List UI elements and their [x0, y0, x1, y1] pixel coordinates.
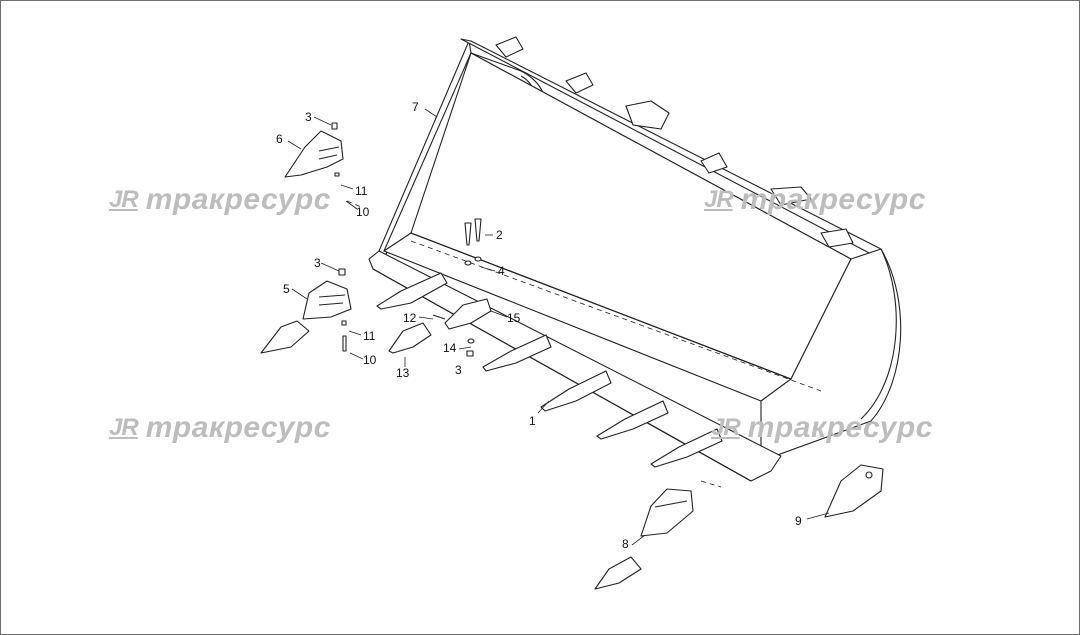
- leader-lines: [287, 108, 830, 546]
- callout-5: 5: [283, 282, 290, 296]
- callout-11-mid: 11: [363, 329, 376, 343]
- part-tooth-tip-left: [260, 320, 310, 354]
- part-5-corner-adapter: [302, 280, 352, 320]
- part-13-tooth: [388, 322, 432, 354]
- callout-13: 13: [396, 366, 410, 380]
- callout-3-mid: 3: [314, 256, 321, 270]
- part-8-adapter: [640, 488, 694, 537]
- callout-10-mid: 10: [363, 353, 377, 367]
- callout-3-top: 3: [305, 110, 312, 124]
- part-9-corner-tooth: [824, 464, 884, 518]
- callout-15: 15: [507, 311, 521, 325]
- callout-6: 6: [276, 132, 283, 146]
- callout-8: 8: [622, 537, 629, 551]
- bolts-and-nuts: [331, 122, 482, 357]
- callout-11-top: 11: [355, 184, 368, 198]
- callout-1: 1: [529, 414, 536, 428]
- bucket-body: [368, 36, 902, 482]
- callout-14: 14: [443, 341, 457, 355]
- part-6-corner-adapter: [284, 130, 344, 178]
- callout-10-top: 10: [356, 205, 370, 219]
- callout-7: 7: [412, 100, 419, 114]
- callout-labels: 1 2 3 3 3 4 5 6 7 8 9 10 10 11 11 12 13 …: [276, 100, 802, 551]
- callout-9: 9: [795, 514, 802, 528]
- part-tooth-tip-bottom: [594, 556, 642, 590]
- callout-12: 12: [403, 311, 417, 325]
- assembly-lines: [346, 200, 822, 488]
- callout-3-low: 3: [455, 363, 462, 377]
- callout-4: 4: [498, 264, 505, 278]
- callout-2: 2: [496, 228, 503, 242]
